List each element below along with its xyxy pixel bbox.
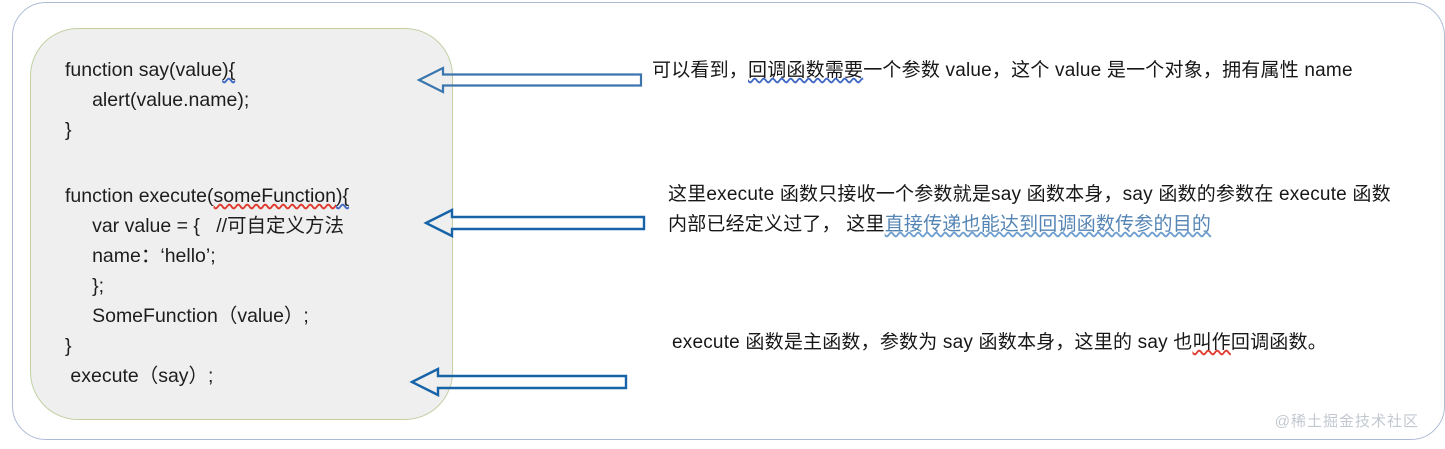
annotation-note-3: execute 函数是主函数，参数为 say 函数本身，这里的 say 也叫作回… [672,328,1402,358]
code-text: function say(value){ alert(value.name);}… [65,55,455,391]
annotation-note-2-text-a: 这里execute 函数只接收一个参数就是say 函数本身，say 函数的参数在… [668,184,1391,235]
annotation-note-1: 可以看到，回调函数需要一个参数 value，这个 value 是一个对象，拥有属… [652,56,1412,86]
watermark: @稀土掘金技术社区 [1274,413,1419,430]
annotation-note-3-text: execute 函数是主函数，参数为 say 函数本身，这里的 say 也叫作回… [672,332,1327,353]
arrow-to-execute-function [423,208,646,238]
code-line: } [65,119,72,141]
arrow-to-say-function [416,66,643,94]
code-panel: function say(value){ alert(value.name);}… [30,28,453,420]
code-line: } [65,335,72,357]
code-line: alert(value.name); [65,89,250,111]
code-line: function say(value){ [65,59,236,81]
code-line: SomeFunction（value）; [65,305,309,327]
code-line: var value = { //可自定义方法 [65,215,345,237]
annotation-note-2-text-b: 直接传递也能达到回调函数传参的目的 [884,214,1212,235]
annotation-note-2: 这里execute 函数只接收一个参数就是say 函数本身，say 函数的参数在… [668,180,1398,240]
annotation-note-1-text: 可以看到，回调函数需要一个参数 value，这个 value 是一个对象，拥有属… [652,60,1353,81]
code-line: }; [65,275,105,297]
code-line: function execute(someFunction){ [65,185,350,207]
arrow-to-execute-call [409,367,628,397]
code-line: name：‘hello’; [65,245,216,267]
code-line: execute（say）; [65,365,214,387]
code-line [65,145,455,181]
